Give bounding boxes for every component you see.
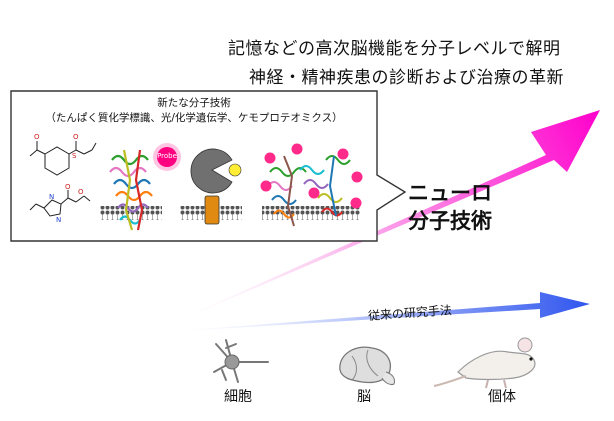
- membrane-1: [100, 206, 162, 220]
- probe-icon: [157, 147, 177, 167]
- svg-text:O: O: [65, 183, 71, 191]
- svg-text:O: O: [78, 188, 84, 196]
- svg-text:N: N: [56, 216, 61, 224]
- receptor-stalk: [204, 195, 220, 225]
- ligand-icon: [228, 163, 242, 177]
- level-label-cell: 細胞: [224, 389, 252, 405]
- protein-complex-icon: [267, 155, 351, 227]
- level-label-organism: 個体: [488, 389, 516, 405]
- svg-text:N: N: [49, 193, 54, 201]
- brain-icon: [339, 346, 395, 385]
- neuro-label-line2: 分子技術: [408, 209, 492, 233]
- pink-arrow: [150, 110, 600, 333]
- chemical-structure-icon: [29, 141, 97, 217]
- svg-text:S: S: [72, 152, 77, 160]
- neuron-icon: [213, 339, 269, 383]
- callout-title-line1: 新たな分子技術: [157, 97, 231, 109]
- blue-arrow: [150, 292, 590, 333]
- probe-label: Probe: [157, 152, 177, 160]
- protein-ribbon-icon: [109, 149, 153, 231]
- level-label-brain: 脳: [357, 389, 371, 405]
- svg-text:O: O: [73, 133, 79, 141]
- svg-text:O: O: [34, 133, 40, 141]
- mouse-icon: [433, 337, 536, 389]
- headline-line1: 記憶などの高次脳機能を分子レベルで解明: [228, 39, 561, 59]
- label-spheres: [260, 143, 363, 209]
- callout-title-line2: （たんぱく質化学標識、光/化学遺伝学、ケモプロテオミクス）: [45, 112, 343, 124]
- headline-line2: 神経・精神疾患の診断および治療の革新: [249, 68, 564, 88]
- receptor-icon: [190, 148, 233, 194]
- membrane-3: [262, 206, 360, 220]
- neuro-label-line1: ニューロ: [408, 181, 492, 205]
